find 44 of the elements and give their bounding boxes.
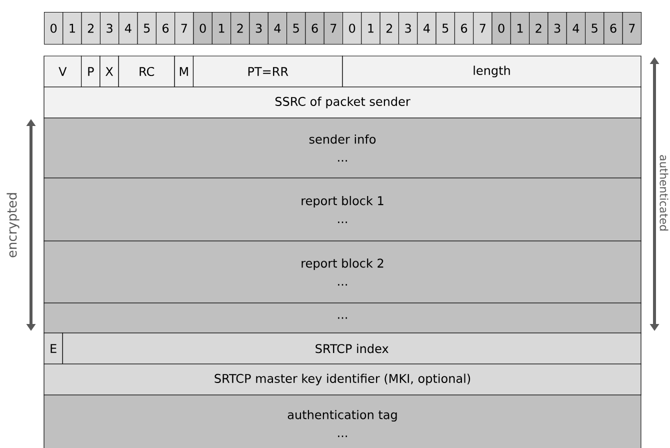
bit-number-cell: 1	[510, 12, 530, 44]
bit-number-cell: 6	[604, 12, 623, 44]
field-cell: authentication tag ...	[44, 394, 642, 448]
field-cell: sender info ...	[44, 118, 642, 178]
bit-number-cell: 0	[342, 12, 362, 44]
field-cell: V	[44, 56, 82, 88]
bit-number-cell: 0	[44, 12, 64, 44]
bit-number-cell: 7	[324, 12, 343, 44]
bit-number-cell: 3	[249, 12, 268, 44]
bit-number-cell: 7	[473, 12, 492, 44]
field-cell: length	[342, 56, 642, 88]
bit-number-cell: 4	[417, 12, 436, 44]
field-cell: report block 1 ...	[44, 178, 642, 242]
field-cell: P	[81, 56, 100, 88]
bit-number-cell: 7	[622, 12, 642, 44]
bit-number-cell: 0	[193, 12, 212, 44]
bit-number-cell: 5	[585, 12, 604, 44]
bit-number-cell: 6	[156, 12, 176, 44]
field-cell: ...	[44, 302, 642, 334]
bit-number-cell: 4	[268, 12, 288, 44]
bit-number-cell: 4	[566, 12, 586, 44]
bit-number-cell: 6	[305, 12, 324, 44]
bit-number-cell: 2	[529, 12, 548, 44]
arrow-label: authenticated	[660, 155, 668, 230]
field-cell: E	[44, 332, 63, 364]
bit-number-cell: 1	[62, 12, 82, 44]
bit-number-cell: 3	[100, 12, 120, 44]
bit-number-cell: 2	[81, 12, 100, 44]
bit-number-cell: 1	[212, 12, 232, 44]
bit-number-cell: 3	[398, 12, 418, 44]
bit-number-cell: 7	[174, 12, 194, 44]
bit-number-cell: 5	[436, 12, 455, 44]
bit-number-cell: 2	[380, 12, 399, 44]
arrow-label: encrypted	[6, 193, 20, 258]
field-cell: M	[174, 56, 194, 88]
bit-number-cell: 5	[137, 12, 156, 44]
field-cell: X	[100, 56, 119, 88]
bit-number-cell: 6	[454, 12, 474, 44]
bit-number-cell: 5	[286, 12, 306, 44]
bit-number-cell: 4	[118, 12, 138, 44]
bit-number-cell: 1	[361, 12, 380, 44]
bit-number-cell: 0	[492, 12, 511, 44]
bit-number-cell: 2	[230, 12, 250, 44]
bit-number-cell: 3	[548, 12, 567, 44]
